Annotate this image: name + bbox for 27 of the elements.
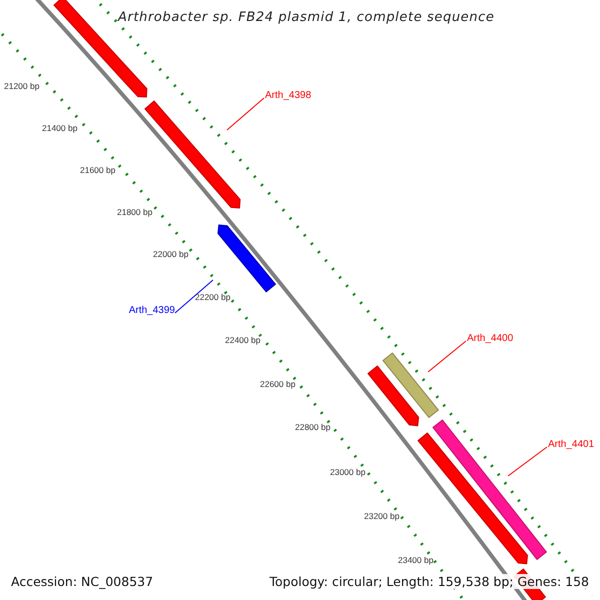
scale-label: 23200 bp bbox=[364, 511, 400, 521]
gene-bar bbox=[383, 353, 439, 418]
gene-bar bbox=[145, 101, 241, 208]
scale-label: 22200 bp bbox=[195, 292, 230, 302]
scale-label: 22600 bp bbox=[260, 379, 296, 389]
scale-label: 23000 bp bbox=[330, 467, 366, 477]
scale-label: 21600 bp bbox=[80, 165, 116, 175]
gene-label: Arth_4399 bbox=[121, 305, 175, 317]
gene-label: Arth_4401 bbox=[548, 439, 600, 451]
info-text: Topology: circular; Length: 159,538 bp; Genes: 158 bbox=[268, 574, 591, 589]
scale-label: 22800 bp bbox=[295, 422, 330, 432]
gene-label: Arth_4400 bbox=[467, 333, 521, 345]
scale-label: 23400 bp bbox=[398, 555, 434, 565]
gene-bar bbox=[368, 366, 419, 426]
gene-label: Arth_4398 bbox=[265, 90, 319, 102]
gene-bar bbox=[433, 420, 547, 560]
leader-line bbox=[226, 98, 264, 130]
scale-label: 21800 bp bbox=[117, 207, 152, 217]
leader-line bbox=[508, 446, 548, 476]
scale-label: 21200 bp bbox=[4, 81, 40, 91]
scale-label: 22400 bp bbox=[225, 335, 260, 345]
leader-line bbox=[174, 280, 214, 314]
scale-label: 22000 bp bbox=[153, 249, 188, 259]
map-title: Arthrobacter sp. FB24 plasmid 1, complete sequence bbox=[118, 10, 494, 25]
leader-line bbox=[428, 340, 466, 372]
scale-label: 21400 bp bbox=[42, 123, 78, 133]
gene-bar bbox=[218, 225, 276, 292]
